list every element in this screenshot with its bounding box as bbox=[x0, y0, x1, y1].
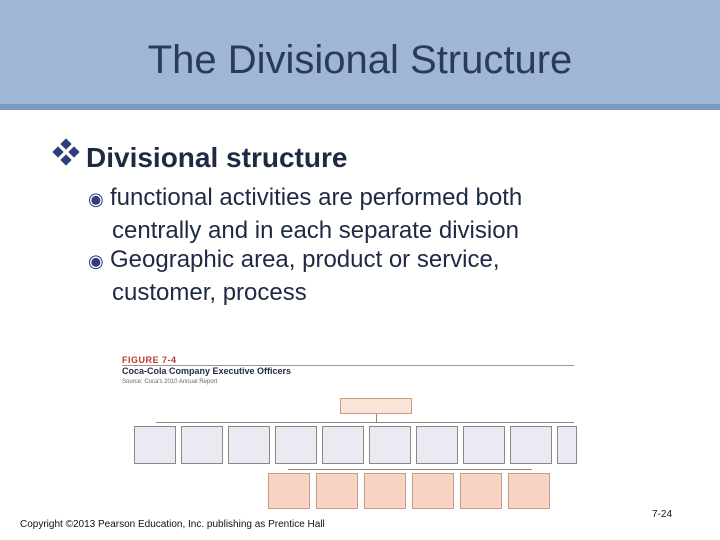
org-box-mid bbox=[322, 426, 364, 464]
org-connector bbox=[376, 414, 377, 422]
org-box-low bbox=[316, 473, 358, 509]
radio-bullet-icon: ◉ bbox=[88, 189, 104, 209]
figure-rule bbox=[122, 365, 574, 366]
sub-bullet-1-line1: functional activities are performed both bbox=[110, 184, 523, 211]
org-box-top bbox=[340, 398, 412, 414]
figure-label: FIGURE 7-4 bbox=[122, 355, 177, 365]
org-box-low bbox=[364, 473, 406, 509]
title-band: The Divisional Structure bbox=[0, 0, 720, 110]
copyright-text: Copyright ©2013 Pearson Education, Inc. … bbox=[20, 519, 325, 530]
org-box-mid bbox=[369, 426, 411, 464]
sub-bullet-1-line2: centrally and in each separate division bbox=[112, 217, 519, 244]
org-box-mid bbox=[463, 426, 505, 464]
org-chart-figure: FIGURE 7-4 Coca-Cola Company Executive O… bbox=[118, 355, 588, 525]
org-box-mid bbox=[228, 426, 270, 464]
org-connector bbox=[288, 469, 532, 470]
main-bullet-text: Divisional structure bbox=[86, 142, 348, 173]
org-box-low bbox=[460, 473, 502, 509]
org-box-mid bbox=[275, 426, 317, 464]
slide-title: The Divisional Structure bbox=[147, 38, 573, 82]
sub-bullet-2-line2: customer, process bbox=[112, 279, 307, 306]
sub-bullet-2: ◉ Geographic area, product or service, cu… bbox=[88, 244, 648, 308]
page-number: 7-24 bbox=[652, 509, 673, 520]
org-box-low bbox=[508, 473, 550, 509]
org-box-mid bbox=[416, 426, 458, 464]
radio-bullet-icon: ◉ bbox=[88, 251, 104, 271]
diamond-bullet-icon bbox=[52, 138, 80, 166]
sub-bullet-1: ◉ functional activities are performed bot… bbox=[88, 182, 648, 246]
org-box-mid bbox=[181, 426, 223, 464]
main-bullet: Divisional structure bbox=[52, 138, 348, 174]
sub-bullet-2-line1: Geographic area, product or service, bbox=[110, 246, 500, 273]
org-box-mid bbox=[557, 426, 577, 464]
org-box-low bbox=[268, 473, 310, 509]
figure-source: Source: Coca's 2010 Annual Report bbox=[122, 379, 218, 385]
figure-heading: Coca-Cola Company Executive Officers bbox=[122, 366, 292, 376]
org-box-mid bbox=[134, 426, 176, 464]
org-box-low bbox=[412, 473, 454, 509]
org-connector bbox=[156, 422, 574, 423]
org-box-mid bbox=[510, 426, 552, 464]
